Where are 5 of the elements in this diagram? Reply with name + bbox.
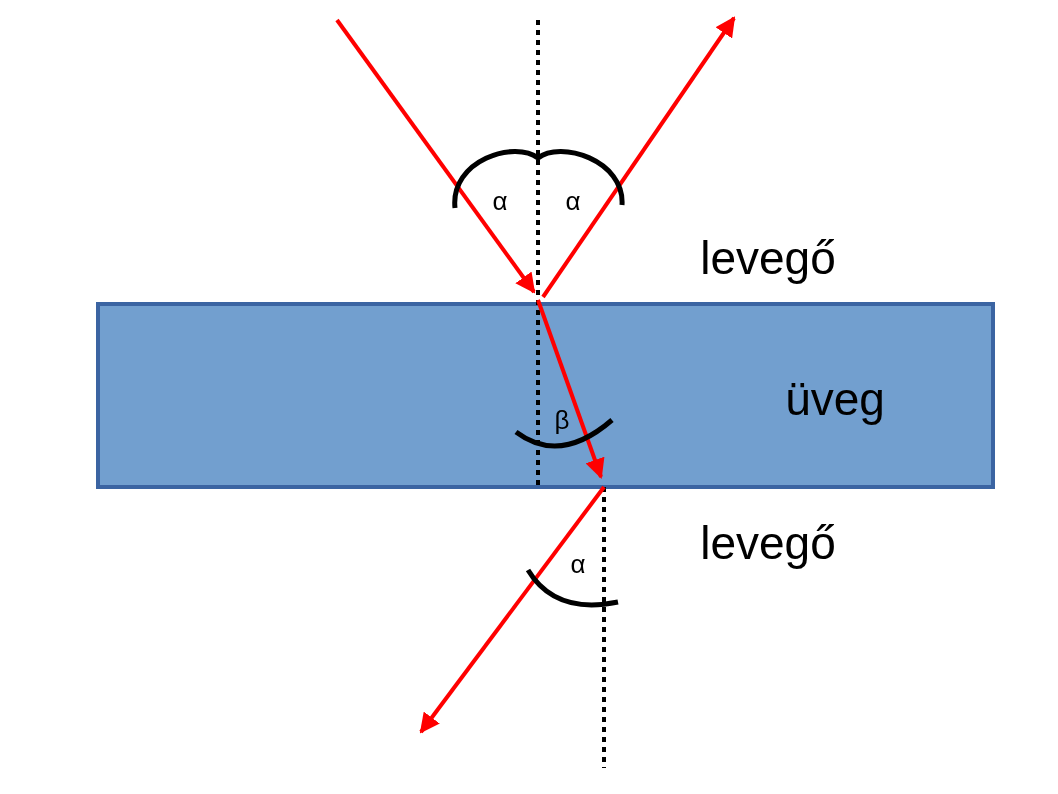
- angle-label: α: [570, 551, 586, 577]
- angle-label: α: [492, 188, 508, 214]
- glass-slab: [96, 302, 995, 489]
- angle-label: α: [565, 188, 581, 214]
- angle-label: β: [554, 407, 570, 433]
